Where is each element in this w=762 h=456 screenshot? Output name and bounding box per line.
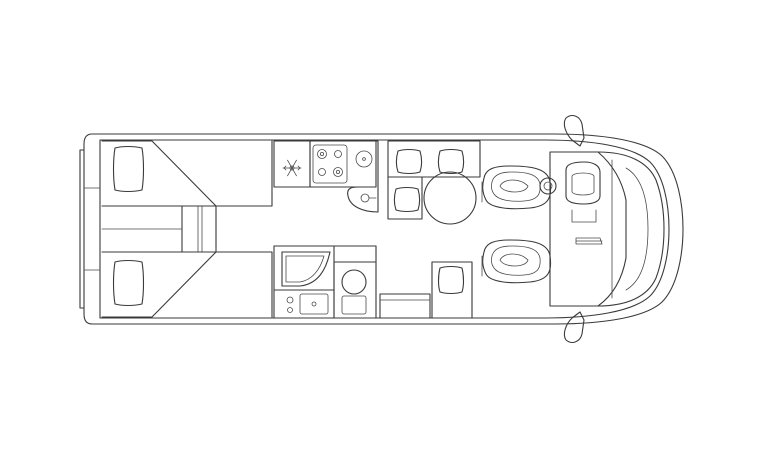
rear-bumper [79,149,85,309]
toilet-cistern [341,295,367,315]
toilet-icon [333,261,377,319]
bed-lower [101,251,273,318]
sink-icon [355,150,373,168]
cushion-1 [395,148,423,175]
fridge-box [273,140,311,188]
dinette-bench-top [387,140,481,178]
vehicle-body [79,133,684,325]
windscreen [597,151,665,307]
shower-basin [281,251,331,287]
pillow-upper [112,145,145,193]
windscreen-inner [625,167,649,291]
hob-burners-icon [309,140,377,188]
washroom-cabinet [273,289,335,319]
fridge-snowflake-icon [273,140,311,188]
bed-upper [101,140,273,207]
outer-shell [83,133,684,325]
steering-wheel [565,161,601,205]
round-table-icon [423,171,477,225]
cushion-4 [437,265,465,295]
seat-swivel-knob [539,177,557,195]
dash-vents [571,209,603,245]
dinette-table [423,171,477,225]
burner-2 [334,150,342,158]
cab-seat-upper [481,165,552,210]
burner-3 [318,168,326,176]
shower-icon [273,245,335,291]
steering-wheel-icon [565,161,601,205]
hob-plate [312,144,348,184]
mirror-icon [563,115,585,343]
cushion-2 [437,148,465,175]
cushion-3 [393,186,421,213]
sink-tap [360,193,370,203]
toilet-bowl [341,269,367,295]
bed-step [181,205,217,253]
cab-seat-icon [481,165,557,284]
sink-icon [273,289,335,319]
wash-basin [299,293,329,315]
cushion-icon [387,140,481,319]
kitchen-counter [309,140,377,188]
burner-4 [333,167,343,177]
dinette-bench-side [387,176,423,220]
dashboard [549,151,665,307]
cab-seat-lower [481,239,552,284]
wardrobe-box [379,293,431,319]
wardrobe-icon [379,293,431,319]
mirror-top [563,115,585,147]
kitchen-sink [355,150,373,168]
burner-1 [317,149,327,159]
inner-shell [99,139,670,319]
pillow-lower [112,259,145,307]
snowflake-icon [282,159,302,177]
dashboard-outline [549,151,627,307]
mirror-bottom [563,311,585,343]
kitchen-curve [347,140,379,213]
side-seat-bottom [431,261,473,319]
twin-bed-icon [101,140,273,318]
